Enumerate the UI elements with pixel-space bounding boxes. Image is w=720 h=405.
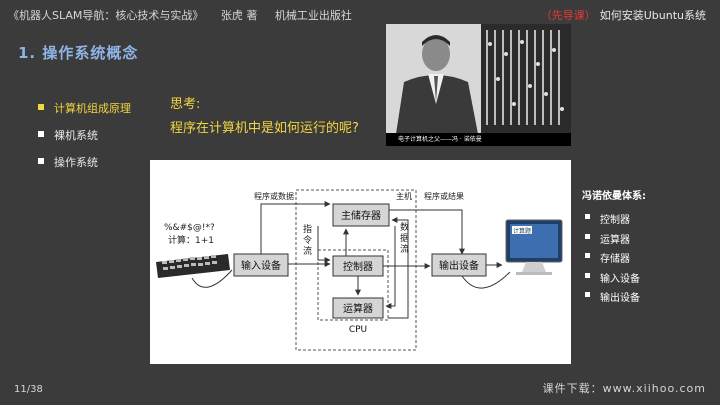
von-neumann-title: 冯诺依曼体系: (582, 191, 646, 202)
think-question: 程序在计算机中是如何运行的呢? (170, 121, 359, 136)
menu-item-label: 裸机系统 (54, 129, 98, 142)
data-flow-label: 数据流 (400, 221, 409, 255)
menu-item-label: 操作系统 (54, 156, 98, 169)
book-title: 《机器人SLAM导航：核心技术与实战》 (8, 9, 204, 22)
program-or-result-label: 程序或结果 (424, 191, 464, 201)
bullet-square-icon (585, 233, 590, 239)
photo-caption: 电子计算机之父——冯 · 诺依曼 (386, 133, 571, 146)
list-item: 输入设备 (582, 270, 646, 290)
memory-box (332, 203, 390, 227)
bullet-square-icon (38, 158, 44, 164)
bullet-square-icon (585, 253, 590, 258)
input-device-label: 输入设备 (241, 259, 281, 272)
list-item: 运算器 (582, 231, 646, 251)
think-block: 思考: 程序在计算机中是如何运行的呢? (170, 93, 359, 141)
cpu-boundary (317, 249, 389, 321)
output-device-label: 输出设备 (439, 259, 479, 272)
computer-architecture-diagram: %&#$@!*? 计算：1+1 输入设备 主储存器 (150, 160, 571, 364)
bullet-square-icon (585, 272, 590, 278)
list-item: 存储器 (582, 250, 646, 270)
list-item: 输出设备 (582, 289, 646, 309)
bullet-square-icon (585, 292, 590, 297)
download-link[interactable]: 课件下载：www.xiihoo.com (542, 382, 706, 395)
host-boundary (295, 189, 417, 351)
think-heading: 思考: (170, 97, 201, 112)
menu-item-operating-system[interactable]: 操作系统 (38, 154, 131, 181)
topic-menu: 计算机组成原理 裸机系统 操作系统 (38, 100, 131, 181)
input-text-symbols: %&#$@!*? (164, 223, 215, 233)
alu-label: 运算器 (343, 302, 373, 315)
instruction-flow-label: 指令流 (303, 223, 312, 257)
header-right: （先导课）如何安装Ubuntu系统 (541, 7, 706, 23)
bullet-square-icon (38, 131, 44, 137)
program-or-data-label: 程序或数据 (254, 191, 294, 201)
bullet-square-icon (38, 104, 44, 110)
page-number: 11/38 (14, 384, 43, 395)
keyboard-icon (156, 254, 230, 278)
slide-title: 1. 操作系统概念 (18, 44, 139, 62)
menu-item-label: 计算机组成原理 (54, 102, 131, 115)
list-item: 控制器 (582, 211, 646, 231)
alu-box (332, 297, 384, 319)
von-neumann-photo: 电子计算机之父——冯 · 诺依曼 (386, 24, 571, 146)
author: 张虎 著 (220, 9, 258, 22)
photo-illustration (386, 24, 571, 146)
monitor-icon (505, 219, 563, 275)
von-neumann-list: 冯诺依曼体系: 控制器 运算器 存储器 输入设备 输出设备 (582, 187, 646, 309)
monitor-text: 计算题 (513, 227, 531, 235)
menu-item-computer-organization[interactable]: 计算机组成原理 (38, 100, 131, 127)
publisher: 机械工业出版社 (274, 9, 352, 22)
cpu-label: CPU (349, 325, 367, 335)
input-text-calc: 计算：1+1 (168, 234, 214, 246)
menu-item-bare-metal[interactable]: 裸机系统 (38, 127, 131, 154)
memory-label: 主储存器 (341, 209, 381, 222)
lesson-tag: （先导课） (540, 9, 596, 22)
control-label: 控制器 (343, 260, 373, 273)
host-label: 主机 (396, 191, 412, 201)
bullet-square-icon (585, 214, 590, 219)
lesson-title: 如何安装Ubuntu系统 (599, 9, 706, 22)
header-left: 《机器人SLAM导航：核心技术与实战》 张虎 著 机械工业出版社 (8, 7, 366, 23)
